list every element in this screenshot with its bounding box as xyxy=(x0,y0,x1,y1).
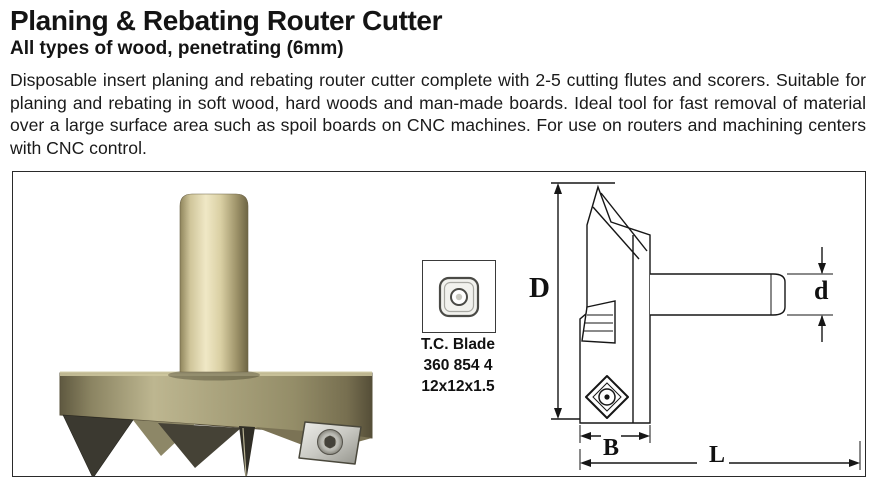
page-subtitle: All types of wood, penetrating (6mm) xyxy=(10,38,344,59)
tc-blade-box xyxy=(422,260,496,334)
dim-label-d: d xyxy=(812,276,831,307)
tool-shank xyxy=(179,194,249,373)
technical-diagram xyxy=(551,182,861,471)
router-cutter-illustration xyxy=(59,194,373,477)
figure-box: T.C. Blade 360 854 4 12x12x1.5 xyxy=(12,171,866,478)
dim-label-L: L xyxy=(707,442,728,470)
page-title: Planing & Rebating Router Cutter xyxy=(10,5,443,36)
dim-label-B: B xyxy=(601,435,622,463)
product-description: Disposable insert planing and rebating r… xyxy=(10,70,866,158)
blade-label: T.C. Blade 360 854 4 12x12x1.5 xyxy=(398,334,518,397)
shank-outline xyxy=(650,273,786,317)
blade-code: 360 854 4 xyxy=(423,357,493,375)
blade-size: 12x12x1.5 xyxy=(421,378,495,396)
dim-label-D: D xyxy=(527,272,552,306)
tc-blade-insert-icon xyxy=(438,276,480,317)
blade-name: T.C. Blade xyxy=(420,336,496,354)
